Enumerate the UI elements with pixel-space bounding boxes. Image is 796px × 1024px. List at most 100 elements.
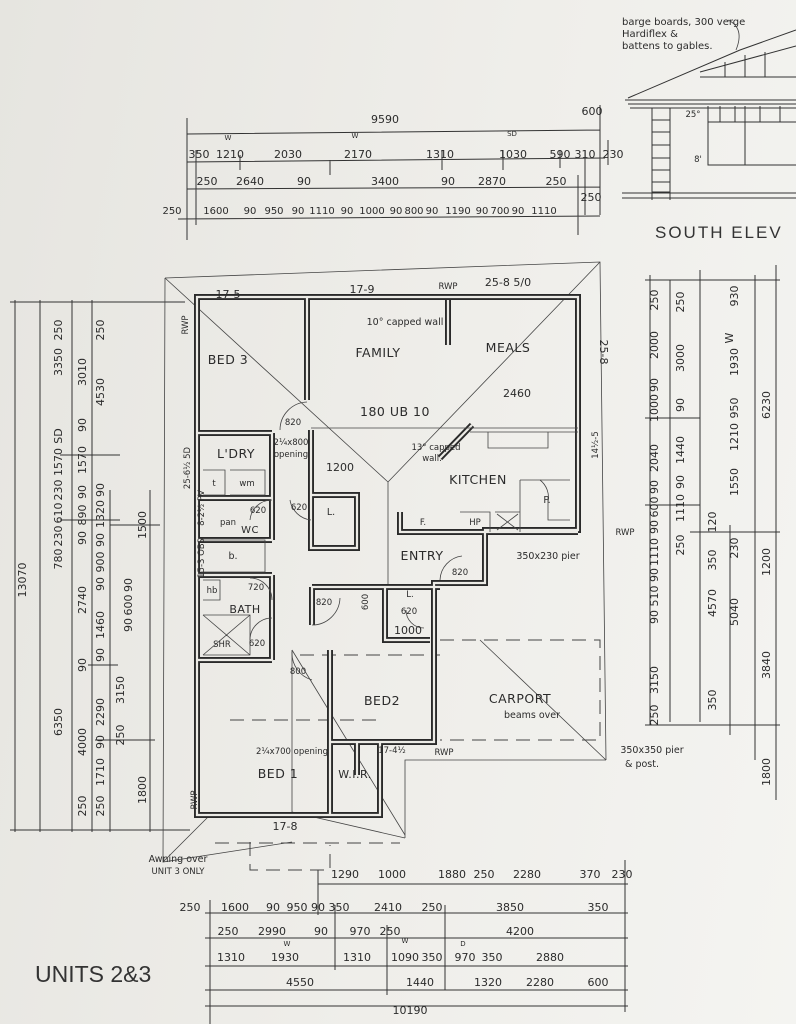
dimension-label: 2280	[513, 868, 541, 881]
awning-note: Awning over	[149, 854, 208, 865]
dimension-label: 1210	[216, 148, 244, 161]
dimension-label: 230	[603, 148, 624, 161]
dimension-label: 1600	[221, 901, 249, 914]
dimension-label: 10190	[393, 1004, 428, 1017]
dimension-label: 6350	[52, 708, 65, 736]
dimension-label: 1570	[76, 446, 89, 474]
dimension-label: 2000	[648, 331, 661, 359]
leader-arrow	[727, 19, 740, 51]
dimension-label: W	[284, 940, 291, 948]
dimension-label: 350	[329, 901, 350, 914]
wall-length: 17-9	[350, 283, 375, 296]
beams-over-note: beams over	[504, 710, 560, 721]
dimension-label: 90	[94, 648, 107, 662]
room-bed1: BED 1	[258, 766, 299, 781]
wall-length: 17-4½	[378, 746, 406, 756]
dimension-label: 2880	[536, 951, 564, 964]
pier-note: 350x230 pier	[516, 551, 579, 562]
dimension-label: 1550	[728, 468, 741, 496]
dimension-label: 250	[197, 175, 218, 188]
dimension-label: 230	[612, 868, 633, 881]
dimension-label: D	[460, 940, 465, 948]
rain-water-pipe: RWP	[438, 282, 457, 292]
dimension-label: 370	[580, 868, 601, 881]
dimension-label: 1000	[648, 394, 661, 422]
rain-water-pipe: RWP	[434, 748, 453, 758]
dimension-label: 1110	[674, 494, 687, 522]
dimension-label: 90	[94, 577, 107, 591]
right-dimension-lines	[645, 265, 780, 800]
dimension-label: 1600	[203, 206, 228, 217]
door-width: 820	[452, 568, 468, 578]
bottom-dimension-lines	[205, 860, 628, 1024]
wall-length: 25-6½ 5D	[183, 446, 193, 489]
wall-length: 25-8	[597, 340, 610, 365]
dimension-label: 250	[180, 901, 201, 914]
dimension-label: 250	[674, 292, 687, 313]
door-width: 620	[401, 607, 417, 617]
dimension-label: 2640	[236, 175, 264, 188]
dimension-label: 2280	[526, 976, 554, 989]
dimension-label: 250	[648, 705, 661, 726]
dimension-label: 90	[76, 658, 89, 672]
dimension-label: 90	[94, 735, 107, 749]
dimension-label: 1190	[445, 206, 470, 217]
door-width: 620	[250, 506, 266, 516]
dimension-label: 950	[728, 398, 741, 419]
dimension-label: 90	[314, 925, 328, 938]
wall-length: 17-5	[216, 288, 241, 301]
dimension-label: 600	[582, 105, 603, 118]
dimension-label: 90	[648, 568, 661, 582]
capped-wall-note: 10° capped wall	[367, 317, 444, 328]
dimension-label: 3840	[760, 651, 773, 679]
annotations: 17-5 17-9 RWP 25-8 5/0 RWP 25-8 14½-5 25…	[149, 276, 684, 877]
dimension-label: 90	[648, 520, 661, 534]
dimension-label: 1090	[391, 951, 419, 964]
dimension-2460: 2460	[503, 387, 531, 400]
dimension-label: 90	[648, 610, 661, 624]
pan-label: pan	[220, 518, 236, 528]
dimension-label: 250	[581, 191, 602, 204]
dimension-label: 1290	[331, 868, 359, 881]
dimension-label: 3150	[114, 676, 127, 704]
room-wc: WC	[241, 525, 259, 536]
dimension-label: 2170	[344, 148, 372, 161]
room-labels: BED 3 FAMILY MEALS L'DRY KITCHEN ENTRY B…	[208, 340, 551, 781]
dimension-label: 90	[648, 378, 661, 392]
rain-water-pipe: RWP	[190, 790, 200, 809]
door-width: 620	[249, 639, 265, 649]
dimension-label: 510	[648, 586, 661, 607]
left-dimension-lines	[10, 300, 190, 832]
dimension-1200: 1200	[326, 461, 354, 474]
wall-height: 8'	[694, 155, 702, 165]
vanity-label: hb	[207, 586, 218, 596]
opening-note: 2¼x800	[274, 438, 309, 448]
dimension-label: 250	[94, 796, 107, 817]
dimension-label: 120	[706, 512, 719, 533]
dimension-label: 350	[422, 951, 443, 964]
door-width: 800	[290, 667, 306, 677]
wall-length: 8-2½ PV	[197, 490, 207, 526]
dimension-label: 250	[546, 175, 567, 188]
dimension-label: 250	[52, 320, 65, 341]
awning-note: UNIT 3 ONLY	[152, 867, 206, 877]
room-bath: BATH	[229, 603, 260, 616]
dimension-label: 90	[390, 206, 403, 217]
washer-label: wm	[239, 479, 254, 489]
dimension-label: 1310	[343, 951, 371, 964]
roof-line	[627, 29, 796, 99]
dimension-label: 1000	[378, 868, 406, 881]
door-width: 620	[291, 503, 307, 513]
room-laundry: L'DRY	[217, 446, 255, 461]
dimension-label: 1210	[728, 423, 741, 451]
dimension-label: 890	[76, 505, 89, 526]
dimension-label: 250	[114, 725, 127, 746]
room-carport: CARPORT	[489, 691, 551, 706]
dimension-label: 600	[122, 595, 135, 616]
dimension-label: 90	[76, 485, 89, 499]
dimension-label: SD	[52, 428, 65, 443]
dimension-label: 600	[588, 976, 609, 989]
dimension-label: 250	[380, 925, 401, 938]
